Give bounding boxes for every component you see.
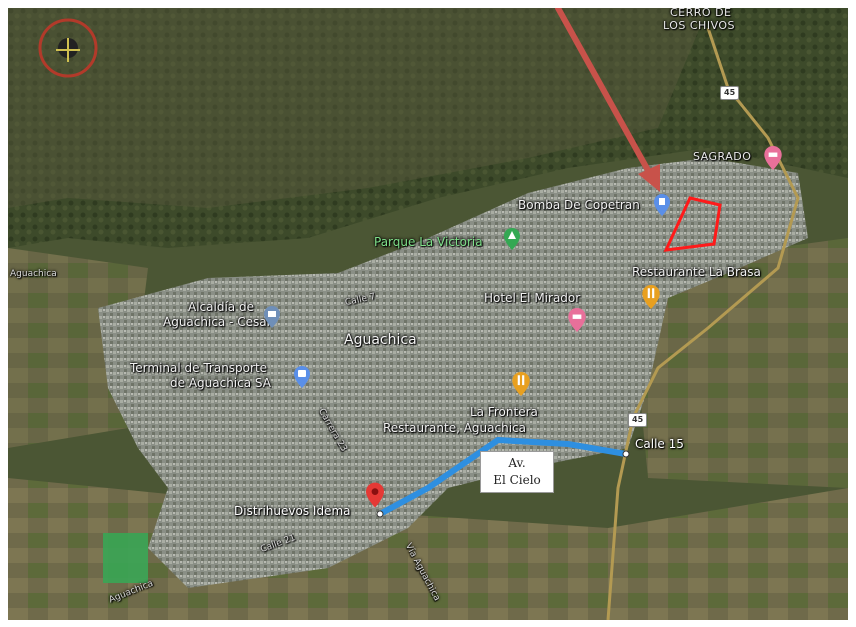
callout-line1: Av. bbox=[508, 456, 526, 470]
place-icon-sagrado[interactable] bbox=[764, 146, 782, 170]
label-terminal-line1: Terminal de Transporte bbox=[130, 361, 268, 375]
label-alcaldia-line1: Alcaldía de bbox=[188, 300, 254, 314]
street-callout: Av. El Cielo bbox=[480, 451, 554, 493]
gas-station-icon[interactable] bbox=[654, 194, 670, 216]
label-sagrado: SAGRADO bbox=[693, 150, 752, 163]
label-alcaldia-line2: Aguachica - Cesar bbox=[163, 315, 272, 329]
label-aguachica-left: Aguachica bbox=[10, 269, 57, 279]
callout-line2: El Cielo bbox=[493, 473, 541, 487]
label-city: Aguachica bbox=[344, 332, 417, 348]
compass-logo bbox=[38, 18, 98, 78]
highway-shield-mid: 45 bbox=[628, 413, 648, 427]
label-calle15: Calle 15 bbox=[635, 437, 684, 451]
park-icon[interactable] bbox=[504, 228, 520, 250]
label-restaurante-brasa: Restaurante La Brasa bbox=[632, 265, 761, 279]
bus-terminal-icon[interactable] bbox=[294, 366, 310, 388]
highlighted-area bbox=[663, 196, 722, 252]
arrow-line bbox=[555, 8, 653, 177]
label-bomba: Bomba De Copetran bbox=[518, 198, 640, 212]
red-location-pin-icon[interactable] bbox=[366, 482, 384, 508]
restaurant-icon-frontera[interactable] bbox=[512, 372, 530, 396]
highway-shield-top: 45 bbox=[720, 86, 740, 100]
map-imagery bbox=[8, 8, 848, 620]
label-cerro-line2: LOS CHIVOS bbox=[663, 19, 736, 32]
arrow-head bbox=[638, 164, 660, 192]
label-terminal-line2: de Aguachica SA bbox=[170, 376, 271, 390]
government-icon[interactable] bbox=[264, 306, 280, 328]
label-distrihuevos: Distrihuevos Idema bbox=[234, 504, 351, 518]
label-frontera-line2: Restaurante, Aguachica bbox=[383, 421, 526, 435]
hotel-icon[interactable] bbox=[568, 308, 586, 332]
restaurant-icon-brasa[interactable] bbox=[642, 285, 660, 309]
route-line bbox=[377, 437, 629, 517]
label-frontera-line1: La Frontera bbox=[470, 405, 538, 419]
label-cerro-line1: CERRO DE bbox=[670, 8, 732, 19]
satellite-map[interactable]: CERRO DE LOS CHIVOS SAGRADO Bomba De Cop… bbox=[8, 8, 848, 620]
label-hotel: Hotel El Mirador bbox=[484, 291, 581, 305]
label-parque: Parque La Victoria bbox=[374, 235, 483, 249]
